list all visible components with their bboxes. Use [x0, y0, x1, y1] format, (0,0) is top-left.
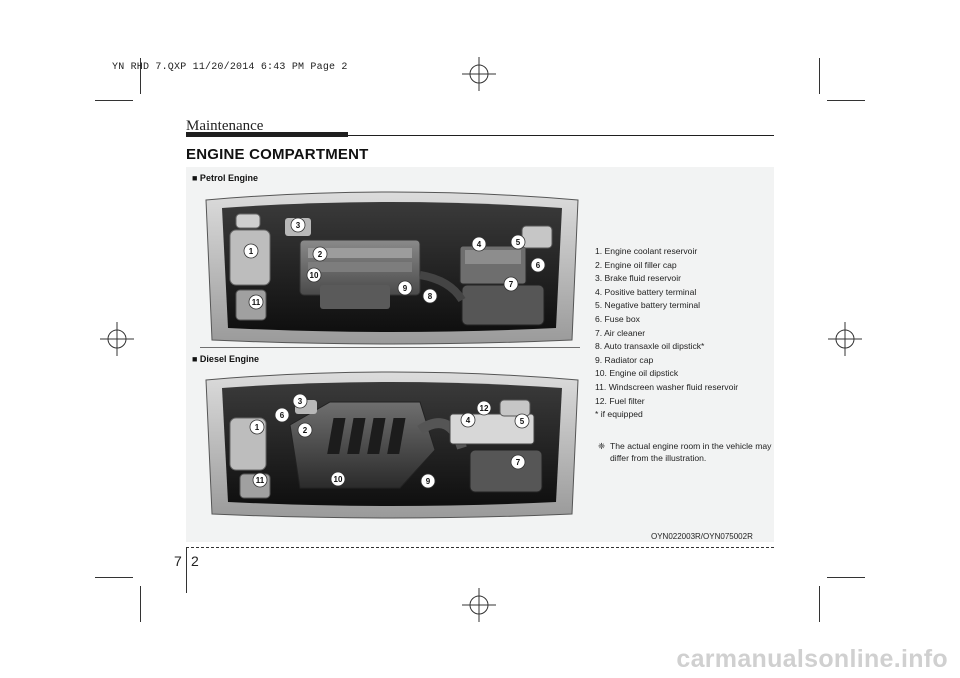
callout-label: 3	[296, 221, 301, 230]
legend-item: 8. Auto transaxle oil dipstick*	[595, 341, 705, 352]
crop-mark	[95, 100, 133, 101]
crop-mark	[827, 577, 865, 578]
registration-mark-icon	[828, 322, 862, 356]
legend-item: 6. Fuse box	[595, 313, 640, 324]
note-text: The actual engine room in the vehicle ma…	[610, 441, 772, 463]
crop-mark	[827, 100, 865, 101]
callout-label: 5	[516, 238, 521, 247]
page-number: 2	[191, 553, 199, 569]
callout-label: 7	[509, 280, 514, 289]
callout-label: 7	[516, 458, 521, 467]
callout-label: 4	[477, 240, 482, 249]
watermark: carmanualsonline.info	[676, 645, 948, 673]
callout-label: 6	[536, 261, 541, 270]
legend-item: 1. Engine coolant reservoir	[595, 246, 698, 256]
callout-label: 8	[428, 292, 433, 301]
callout-label: 4	[466, 416, 471, 425]
section-header: Maintenance	[186, 118, 264, 134]
legend-item: 10. Engine oil dipstick	[595, 368, 679, 379]
callout-label: 11	[256, 476, 265, 485]
page-number-divider	[186, 547, 187, 593]
page-title: ENGINE COMPARTMENT	[186, 146, 369, 163]
chapter-number: 7	[174, 553, 182, 569]
registration-mark-icon	[462, 588, 496, 622]
diesel-engine-heading: ■ Diesel Engine	[192, 354, 259, 364]
petrol-engine-heading: ■ Petrol Engine	[192, 173, 258, 183]
callout-label: 3	[298, 397, 303, 406]
callout-label: 10	[334, 475, 343, 484]
registration-mark-icon	[462, 57, 496, 91]
callout-label: 1	[249, 247, 254, 256]
callout-label: 5	[520, 417, 525, 426]
diesel-engine-illustration: 1 2 3 4 5 6 7 9 10 11 12	[205, 371, 579, 519]
figure-divider	[200, 347, 580, 348]
legend-footnote: * if equipped	[595, 409, 643, 420]
component-legend: 1. Engine coolant reservoir 2. Engine oi…	[595, 245, 738, 422]
legend-item: 11. Windscreen washer fluid reservoir	[595, 381, 739, 392]
crop-mark	[140, 58, 141, 94]
figure-code: OYN022003R/OYN075002R	[651, 532, 753, 541]
legend-item: 7. Air cleaner	[595, 327, 646, 338]
callout-label: 6	[280, 411, 285, 420]
legend-item: 12. Fuel filter	[595, 395, 645, 406]
header-rule	[186, 132, 348, 137]
petrol-engine-illustration: 1 2 3 4 5 6 7 8 9 10 11	[205, 191, 579, 345]
crop-mark	[819, 58, 820, 94]
legend-item: 2. Engine oil filler cap	[595, 259, 677, 270]
header-rule-thin	[348, 135, 774, 136]
callout-label: 2	[303, 426, 308, 435]
callout-label: 1	[255, 423, 260, 432]
callout-label: 10	[310, 271, 319, 280]
illustration-note: ❈ The actual engine room in the vehicle …	[598, 440, 778, 464]
registration-mark-icon	[100, 322, 134, 356]
legend-item: 5. Negative battery terminal	[595, 300, 701, 311]
crop-mark	[140, 586, 141, 622]
legend-item: 3. Brake fluid reservoir	[595, 273, 681, 284]
callout-label: 2	[318, 250, 323, 259]
print-slug: YN RHD 7.QXP 11/20/2014 6:43 PM Page 2	[112, 62, 348, 73]
note-symbol-icon: ❈	[598, 441, 606, 451]
legend-item: 4. Positive battery terminal	[595, 286, 697, 297]
callout-label: 11	[252, 298, 261, 307]
legend-item: 9. Radiator cap	[595, 354, 654, 365]
crop-mark	[819, 586, 820, 622]
callout-label: 12	[480, 404, 489, 413]
callout-label: 9	[403, 284, 408, 293]
footer-rule	[186, 547, 774, 548]
crop-mark	[95, 577, 133, 578]
callout-label: 9	[426, 477, 431, 486]
